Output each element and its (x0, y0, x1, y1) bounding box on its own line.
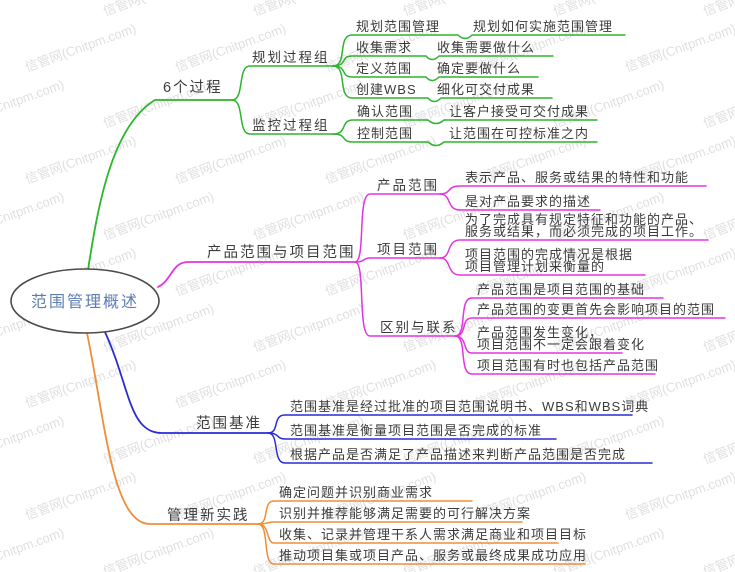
node-control-scope-desc[interactable]: 让范围在可控标准之内 (449, 126, 589, 141)
watermark-text: 信管网(Cnitpm.com) (401, 0, 516, 19)
watermark-text: 信管网(Cnitpm.com) (623, 469, 735, 523)
node-collect-requirements[interactable]: 收集需求 (356, 40, 412, 55)
node-product-item1[interactable]: 表示产品、服务或结果的特性和功能 (465, 170, 689, 185)
connector-baseline-row1 (267, 414, 633, 434)
connector-product-row1 (439, 185, 707, 195)
connector-root-practices (86, 332, 259, 525)
node-product-scope-label[interactable]: 产品范围 (377, 178, 439, 193)
watermark-text: 信管网(Cnitpm.com) (551, 0, 666, 19)
root-node[interactable]: 范围管理概述 (10, 268, 160, 334)
watermark-text: 信管网(Cnitpm.com) (251, 0, 366, 19)
connector-scope-project (354, 257, 441, 263)
node-plan-scope-mgmt-desc[interactable]: 规划如何实施范围管理 (473, 19, 613, 34)
watermark-text: 信管网(Cnitpm.com) (23, 357, 138, 411)
node-practices-item2[interactable]: 识别并推荐能够满足需要的可行解决方案 (279, 506, 531, 521)
watermark-text: 信管网(Cnitpm.com) (701, 189, 735, 243)
watermark-text: 信管网(Cnitpm.com) (0, 77, 66, 131)
node-diff-item3-line1[interactable]: 产品范围发生变化， (477, 325, 603, 340)
watermark-text: 信管网(Cnitpm.com) (701, 525, 735, 572)
connector-root-scope (157, 261, 356, 288)
connector-baseline-row3 (267, 432, 653, 464)
connector-root-processes (87, 99, 233, 271)
node-practices-label[interactable]: 管理新实践 (167, 507, 250, 524)
node-validate-scope-desc[interactable]: 让客户接受可交付成果 (449, 104, 589, 119)
node-plan-scope-mgmt[interactable]: 规划范围管理 (356, 19, 440, 34)
node-validate-scope[interactable]: 确认范围 (357, 104, 413, 119)
node-baseline-item3[interactable]: 根据产品是否满足了产品描述来判断产品范围是否完成 (290, 447, 626, 462)
watermark-text: 信管网(Cnitpm.com) (23, 21, 138, 75)
root-label[interactable]: 范围管理概述 (31, 293, 139, 311)
node-processes-label[interactable]: 6个过程 (163, 79, 223, 96)
watermark-text: 信管网(Cnitpm.com) (0, 525, 66, 572)
connector-product-row2 (439, 193, 601, 211)
node-practices-item4[interactable]: 推动项目集或项目产品、服务或最终成果成功应用 (279, 548, 587, 563)
node-create-wbs[interactable]: 创建WBS (356, 82, 417, 97)
watermark-text: 信管网(Cnitpm.com) (701, 0, 735, 19)
node-product-item2[interactable]: 是对产品要求的描述 (465, 194, 591, 209)
watermark-text: 信管网(Cnitpm.com) (0, 0, 66, 19)
node-diff-item4[interactable]: 项目范围有时也包括产品范围 (477, 358, 659, 373)
connector-practices-row4 (257, 523, 586, 565)
watermark-text: 信管网(Cnitpm.com) (101, 0, 216, 19)
node-baseline-item2[interactable]: 范围基准是衡量项目范围是否完成的标准 (290, 423, 542, 438)
node-project-item2-line1[interactable]: 项目范围的完成情况是根据 (465, 247, 633, 262)
connector-processes-monitoring (231, 99, 334, 135)
connector-processes-planning (231, 65, 334, 101)
connector-planning-row3 (332, 65, 539, 82)
watermark-text: 信管网(Cnitpm.com) (0, 189, 66, 243)
watermark-text: 信管网(Cnitpm.com) (101, 525, 216, 572)
branch-practices: 管理新实践 确定问题并识别商业需求 识别并推荐能够满足需要的可行解决方案 收集、… (86, 332, 587, 565)
node-define-scope[interactable]: 定义范围 (356, 61, 412, 76)
watermark-text: 信管网(Cnitpm.com) (101, 189, 216, 243)
watermark-text: 信管网(Cnitpm.com) (173, 133, 288, 187)
node-baseline-label[interactable]: 范围基准 (196, 415, 262, 432)
connector-planning-row1 (332, 34, 626, 67)
watermark-text: 信管网(Cnitpm.com) (0, 413, 66, 467)
node-project-item2-line2[interactable]: 项目管理计划来衡量的 (465, 259, 605, 274)
node-control-scope[interactable]: 控制范围 (357, 126, 413, 141)
node-create-wbs-desc[interactable]: 细化可交付成果 (437, 82, 535, 97)
connector-project-row1 (439, 239, 709, 259)
node-diff-item1[interactable]: 产品范围是项目范围的基础 (477, 282, 645, 297)
branch-baseline: 范围基准 范围基准是经过批准的项目范围说明书、WBS和WBS词典 范围基准是衡量… (103, 329, 653, 464)
connector-project-row2 (439, 257, 646, 276)
node-project-item1-line2[interactable]: 服务或结果，而必须完成的项目工作。 (465, 224, 703, 239)
connector-practices-row1 (257, 500, 473, 525)
node-baseline-item1[interactable]: 范围基准是经过批准的项目范围说明书、WBS和WBS词典 (290, 399, 649, 414)
root-ellipse[interactable] (10, 268, 160, 334)
node-collect-requirements-desc[interactable]: 收集需要做什么 (437, 40, 535, 55)
watermark-text: 信管网(Cnitpm.com) (701, 77, 735, 131)
node-diff-item2[interactable]: 产品范围的变更首先会影响项目的范围 (477, 302, 715, 317)
node-practices-item1[interactable]: 确定问题并识别商业需求 (279, 485, 433, 500)
connector-scope-product (354, 193, 441, 263)
connector-practices-row2 (257, 521, 523, 525)
connector-scope-diff (354, 261, 456, 337)
node-planning-group-label[interactable]: 规划过程组 (252, 50, 330, 65)
watermark-text: 信管网(Cnitpm.com) (251, 301, 366, 355)
connector-root-baseline (103, 329, 269, 434)
node-project-scope-label[interactable]: 项目范围 (377, 242, 439, 257)
connector-planning-row4 (332, 65, 553, 103)
connector-diff-row4 (454, 335, 656, 375)
node-scope-types-label[interactable]: 产品范围与项目范围 (207, 244, 356, 261)
node-practices-item3[interactable]: 收集、记录并管理干系人需求满足商业和项目目标 (279, 527, 587, 542)
watermark-text: 信管网(Cnitpm.com) (701, 413, 735, 467)
node-define-scope-desc[interactable]: 确定要做什么 (437, 61, 521, 76)
connector-planning-row2 (332, 55, 554, 67)
branch-scope-types: 产品范围与项目范围 产品范围 项目范围 区别与联系 表示产品、服务或结果的特性和… (157, 170, 726, 375)
node-monitoring-group-label[interactable]: 监控过程组 (252, 118, 330, 133)
node-project-item1-line1[interactable]: 为了完成具有规定特征和功能的产品、 (465, 212, 703, 227)
watermark-text: 信管网(Cnitpm.com) (623, 21, 735, 75)
node-diff-label[interactable]: 区别与联系 (380, 320, 458, 335)
connector-monitoring-row1 (332, 119, 598, 135)
watermark-text: 信管网(Cnitpm.com) (173, 357, 288, 411)
branch-processes: 6个过程 规划过程组 监控过程组 规划范围管理 规划如何实施范围管理 收集需求 … (87, 19, 626, 271)
watermark-text: 信管网(Cnitpm.com) (251, 189, 366, 243)
connector-diff-row2 (454, 317, 726, 337)
connector-monitoring-row2 (332, 133, 598, 147)
node-diff-item3-line2[interactable]: 项目范围不一定会跟着变化 (477, 337, 645, 352)
